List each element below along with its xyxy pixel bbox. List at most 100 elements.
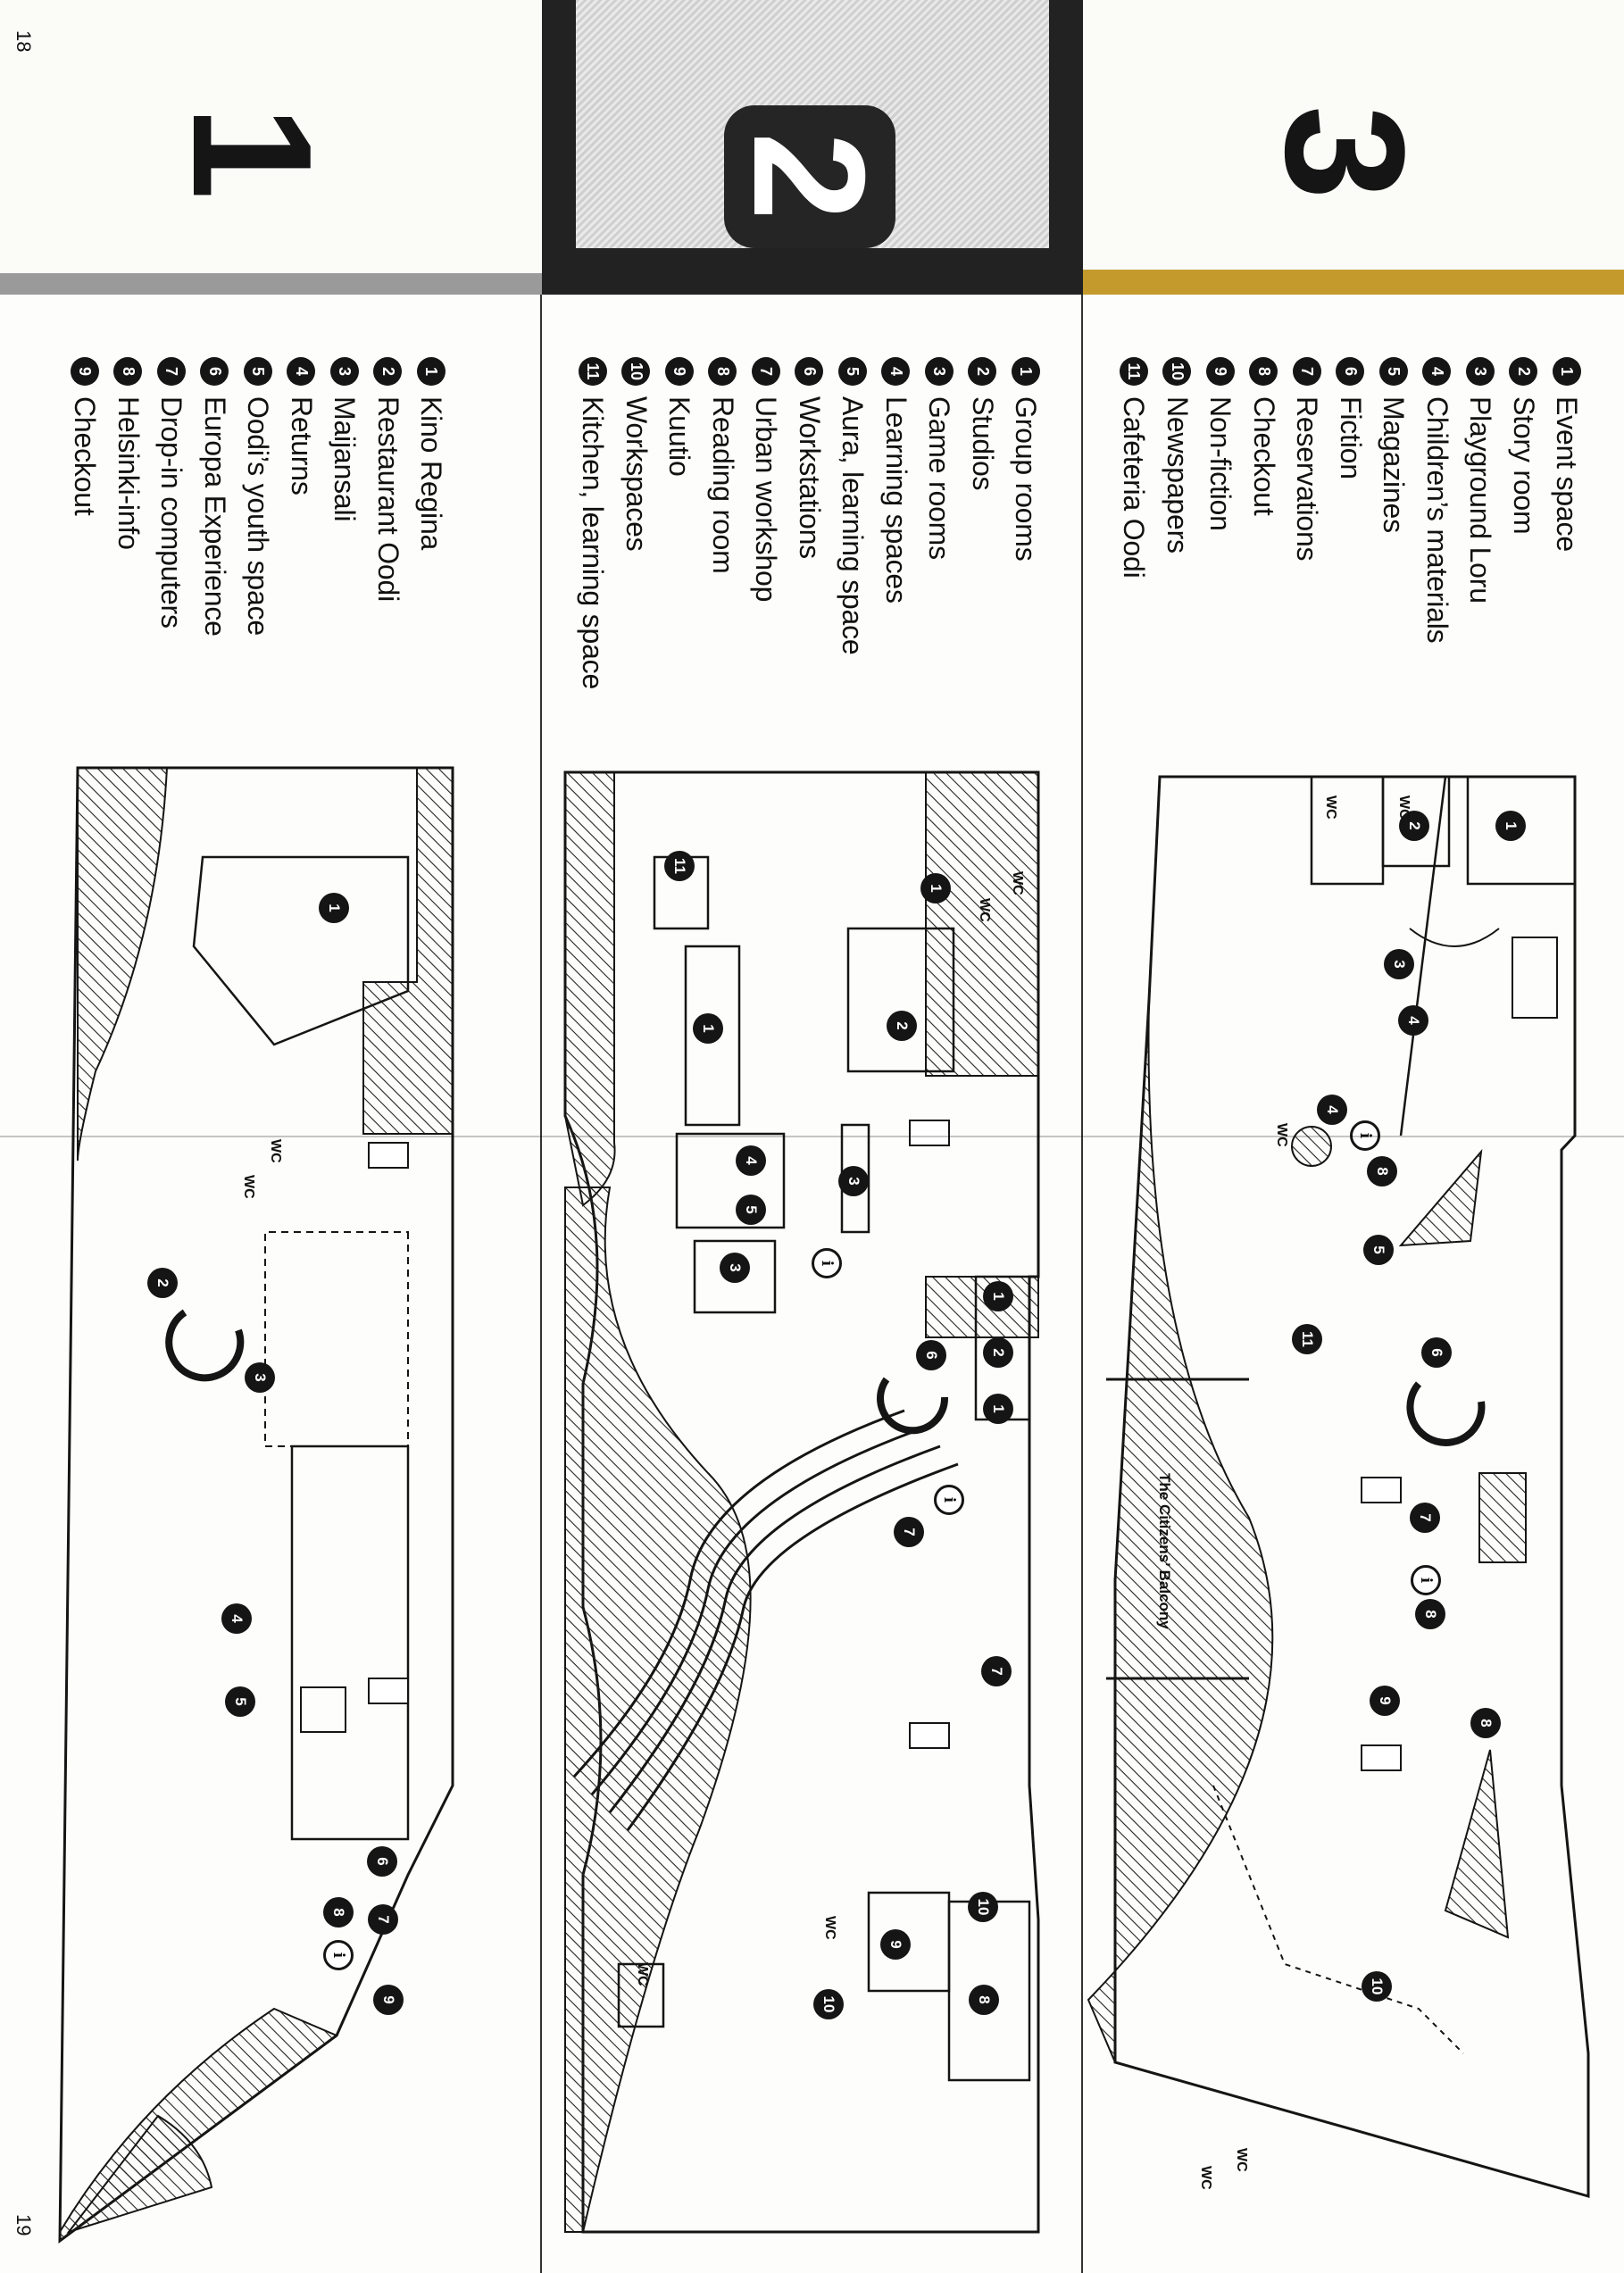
map-marker: 4	[1398, 1005, 1428, 1036]
map-marker: 1	[983, 1281, 1013, 1311]
room-wc	[1310, 775, 1385, 886]
floor-2-curve	[590, 1427, 923, 1795]
floor-3-plan	[1087, 775, 1590, 2198]
floor-2-plan	[563, 770, 1040, 2234]
map-marker: 4	[736, 1145, 766, 1176]
map-marker: 10	[1362, 1971, 1392, 2002]
floor-3-column	[1291, 1126, 1332, 1167]
map-marker: 8	[1367, 1156, 1397, 1186]
wc-label: WC	[1198, 2166, 1213, 2190]
map-marker: 2	[147, 1268, 178, 1298]
elevator-icon	[909, 1722, 950, 1749]
floor-1-hatched-wall	[77, 767, 169, 1161]
wc-label: WC	[1323, 795, 1338, 820]
map-marker: 10	[813, 1989, 844, 2019]
floor-3-hatched-wall	[1087, 999, 1274, 2063]
map-marker: 3	[1384, 949, 1414, 979]
wc-label: WC	[822, 1916, 837, 1940]
floor-3-hatched-triangle	[1444, 1749, 1510, 1939]
floor-2-curve	[572, 1409, 905, 1778]
floor-1-hatched-block	[362, 767, 454, 1135]
page-number-right: 19	[12, 2214, 35, 2236]
floor-2-spiral-stair	[877, 1377, 949, 1435]
map-marker: 3	[245, 1362, 275, 1393]
map-marker: 8	[1415, 1599, 1445, 1629]
wc-label: WC	[241, 1175, 256, 1199]
floor-3-dashed-boundary	[1212, 1785, 1464, 2054]
stairs-icon	[300, 1686, 346, 1733]
floor-2-hatched-wave	[564, 1186, 752, 2233]
floor-2-hatched-block	[925, 771, 1039, 1077]
map-marker: 7	[894, 1517, 924, 1547]
map-marker: 7	[368, 1904, 398, 1935]
floor-2-hatched-wall	[564, 771, 616, 1207]
map-marker: 10	[968, 1892, 998, 1922]
map-marker: 6	[1421, 1337, 1452, 1368]
map-marker: 9	[1370, 1686, 1400, 1716]
floor-3-hatched-shelf	[1478, 1472, 1527, 1563]
room-event-space	[1466, 775, 1577, 886]
floor-1-outline	[58, 766, 454, 2244]
map-marker: 8	[1470, 1708, 1501, 1738]
balcony-label: The Citizens’ Balcony	[1156, 1473, 1173, 1629]
floor-3-hatched-block	[1398, 1148, 1483, 1247]
map-marker: 5	[736, 1195, 766, 1225]
elevator-icon	[1361, 1477, 1402, 1503]
floor-1-plan	[58, 766, 454, 2244]
map-marker: 1	[319, 893, 349, 923]
info-icon: i	[934, 1485, 964, 1515]
room-studios	[846, 927, 955, 1073]
elevator-icon	[1361, 1744, 1402, 1771]
info-icon: i	[323, 1940, 354, 1970]
map-marker: 5	[1363, 1235, 1394, 1265]
elevator-icon	[909, 1120, 950, 1146]
map-marker: 6	[367, 1846, 397, 1877]
elevator-icon	[368, 1678, 409, 1704]
floor-1-hatched-triangle	[66, 2114, 213, 2234]
page-fold	[0, 1136, 1624, 1137]
room-game	[693, 1239, 777, 1314]
room-kino-regina	[192, 855, 410, 1046]
map-marker: 7	[981, 1656, 1012, 1686]
map-marker: 9	[373, 1985, 404, 2015]
map-marker: 4	[221, 1603, 252, 1634]
map-marker: 3	[720, 1253, 750, 1283]
map-marker: 3	[838, 1166, 869, 1196]
floor-2-curve	[608, 1445, 941, 1813]
map-marker: 8	[323, 1897, 354, 1927]
info-icon: i	[1411, 1565, 1441, 1595]
floor-3-spiral-stair	[1406, 1381, 1486, 1446]
stairs-icon	[1512, 937, 1558, 1019]
map-marker: 1	[983, 1394, 1013, 1424]
room-returns	[290, 1445, 410, 1841]
wc-label: WC	[1396, 795, 1412, 820]
room-wc	[617, 1962, 665, 2028]
elevator-icon	[368, 1142, 409, 1169]
map-marker: 9	[880, 1929, 911, 1960]
room-group	[684, 945, 741, 1127]
map-marker: 7	[1410, 1503, 1440, 1533]
wc-label: WC	[635, 1962, 650, 1986]
page-number-left: 18	[12, 30, 35, 53]
map-marker: 8	[969, 1985, 999, 2015]
wc-label: WC	[1234, 2148, 1249, 2172]
map-marker: 1	[693, 1013, 723, 1044]
room-maijansali	[264, 1231, 409, 1447]
floor-1-spiral-stair	[165, 1309, 245, 1382]
map-marker: 5	[225, 1686, 255, 1717]
wc-label: WC	[977, 898, 992, 922]
map-marker: 11	[664, 851, 695, 881]
map-marker: 1	[920, 873, 951, 903]
floor-2-curve	[626, 1462, 959, 1831]
map-marker: 4	[1317, 1095, 1347, 1125]
info-icon: i	[812, 1248, 842, 1278]
wc-label: WC	[268, 1139, 283, 1163]
map-marker: 6	[916, 1340, 946, 1370]
map-marker: 11	[1292, 1324, 1322, 1354]
map-marker: 1	[1495, 811, 1526, 841]
map-marker: 2	[887, 1011, 917, 1041]
map-marker: 2	[983, 1337, 1013, 1368]
